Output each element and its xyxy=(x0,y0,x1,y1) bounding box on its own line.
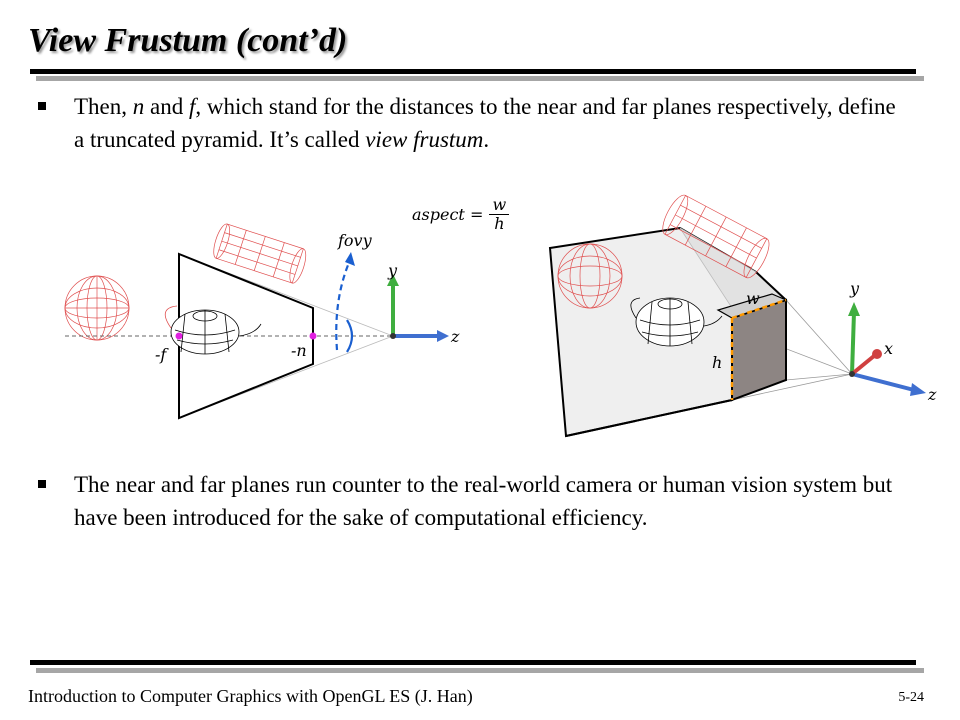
z-axis-3d xyxy=(851,372,915,392)
footer-rule-shadow xyxy=(36,668,924,673)
bullet-2: The near and far planes run counter to t… xyxy=(38,468,898,534)
bullet-square-icon xyxy=(38,480,46,488)
bullet-square-icon xyxy=(38,102,46,110)
y-axis-label-3d: y xyxy=(849,279,860,298)
teapot-wireframe-3d xyxy=(630,297,723,347)
z-axis-label: z xyxy=(450,327,460,346)
near-distance-label: -n xyxy=(291,341,307,360)
frustum-side-view: fovy y z -f -n xyxy=(64,223,460,420)
bullet-1-text: Then, n and f, which stand for the dista… xyxy=(74,94,896,152)
x-axis-label-3d: x xyxy=(884,339,893,358)
bullet-2-text: The near and far planes run counter to t… xyxy=(74,472,893,530)
far-point-marker xyxy=(175,332,183,340)
frustum-3d-view: w h y x z xyxy=(548,194,937,438)
frustum-edge xyxy=(755,271,787,301)
width-edge xyxy=(731,298,787,320)
title-rule-shadow xyxy=(36,76,924,81)
aspect-formula: aspect = w h xyxy=(412,195,510,233)
slide-title: View Frustum (cont’d) xyxy=(28,22,348,59)
height-label: h xyxy=(712,353,722,372)
y-axis-3d xyxy=(850,311,856,375)
cylinder-wireframe-3d xyxy=(662,194,770,279)
camera-origin-3d xyxy=(849,371,855,377)
y-axis-arrow-3d-icon xyxy=(848,302,860,316)
footer-course-title: Introduction to Computer Graphics with O… xyxy=(28,686,473,706)
frustum-bottom-edge xyxy=(565,399,733,437)
far-plane xyxy=(178,252,314,420)
aspect-label: aspect = xyxy=(412,205,484,224)
fovy-arc xyxy=(335,257,353,351)
far-distance-label: -f xyxy=(155,345,169,364)
z-axis-arrow-3d-icon xyxy=(910,383,926,396)
bullet-1: Then, n and f, which stand for the dista… xyxy=(38,90,898,156)
teapot-wireframe xyxy=(164,305,262,355)
camera-origin xyxy=(390,333,396,339)
sphere-wireframe xyxy=(64,275,130,341)
y-axis-arrow-icon xyxy=(387,274,399,286)
title-rule xyxy=(30,69,916,74)
page-number: 5-24 xyxy=(898,690,924,705)
fraction-bar xyxy=(489,214,510,215)
fovy-label: fovy xyxy=(337,231,373,250)
footer-rule xyxy=(30,660,916,665)
z-axis-label-3d: z xyxy=(927,385,937,404)
y-axis-label: y xyxy=(387,261,398,280)
x-axis-3d xyxy=(850,354,876,376)
near-point-marker xyxy=(309,332,317,340)
fovy-arrowhead-icon xyxy=(345,252,355,266)
x-axis-arrow-3d-icon xyxy=(872,349,882,359)
aspect-numerator: w xyxy=(492,195,507,214)
fovy-angle-arc xyxy=(346,319,354,353)
near-plane-top xyxy=(716,293,788,319)
width-label: w xyxy=(746,289,760,308)
cylinder-wireframe xyxy=(213,223,307,284)
sphere-wireframe-3d xyxy=(557,243,623,309)
z-axis-arrow-icon xyxy=(437,330,449,342)
aspect-denominator: h xyxy=(494,214,505,233)
